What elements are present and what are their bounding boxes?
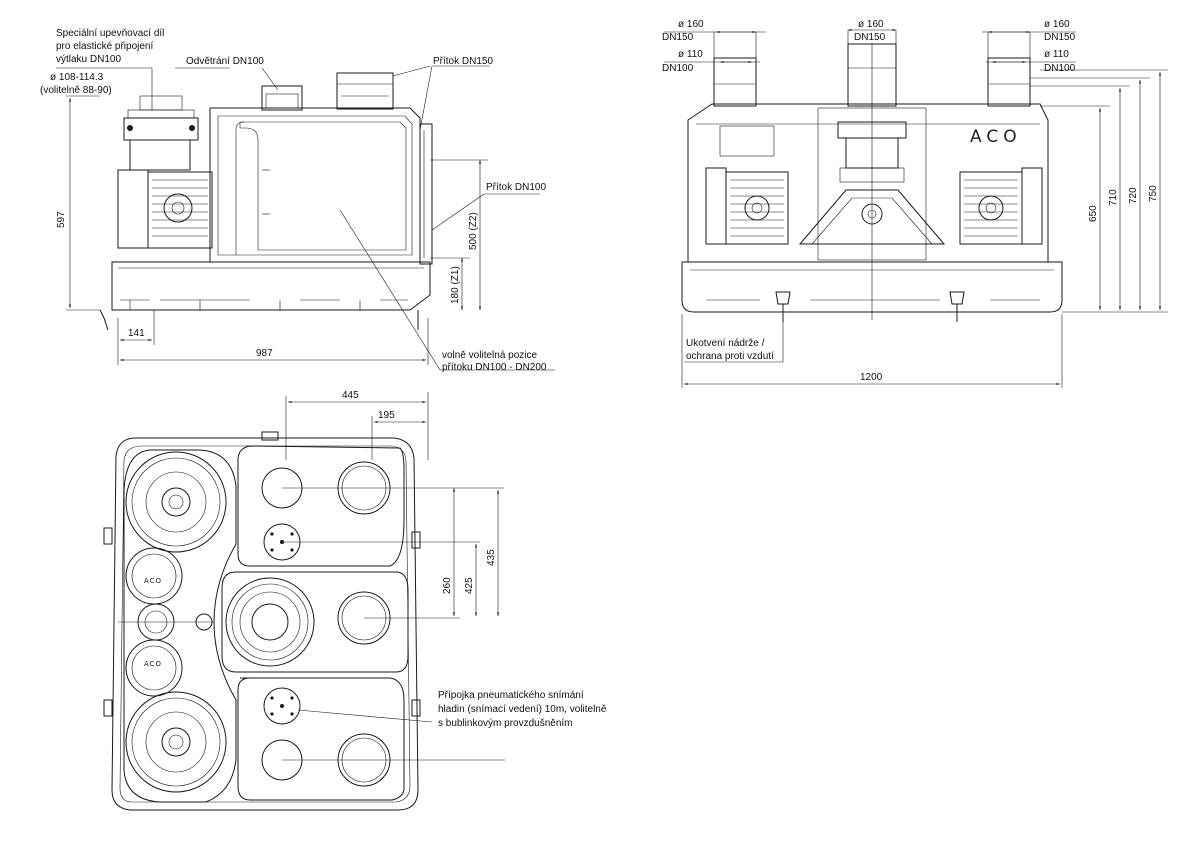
top-view: ACO ACO 445 195 435 425 260 Přípojka pne… <box>103 390 607 811</box>
front-label-anchor-1: Ukotvení nádrže / <box>686 338 765 349</box>
top-label-pneumatic-3: s bublinkovým provzdušněním <box>438 718 573 729</box>
front-dim-r-inner-1: ø 110 <box>1044 49 1069 60</box>
front-label-anchor-2: ochrana proti vzdutí <box>686 351 774 362</box>
side-label-flange-1: Speciální upevňovací díl <box>56 28 164 39</box>
front-dim-750: 750 <box>1148 185 1159 202</box>
front-dim-710: 710 <box>1108 189 1119 206</box>
top-dim-195: 195 <box>378 410 395 421</box>
front-view: ACO <box>662 19 1168 388</box>
front-dim-l-outer-1: ø 160 <box>678 19 704 30</box>
front-dim-l-outer-2: DN150 <box>662 32 694 43</box>
front-dim-l-inner-1: ø 110 <box>678 49 703 60</box>
top-logo-1: ACO <box>144 577 162 585</box>
front-dim-c-2: DN150 <box>854 32 886 43</box>
side-dim-length: 987 <box>256 348 273 359</box>
top-label-pneumatic-2: hladin (snímací vedení) 10m, volitelně <box>438 704 607 715</box>
front-dim-r-outer-1: ø 160 <box>1044 19 1070 30</box>
side-label-flange-3: výtlaku DN100 <box>56 54 121 65</box>
front-dim-r-inner-2: DN100 <box>1044 63 1076 74</box>
side-view: Speciální upevňovací díl pro elastické p… <box>40 28 555 373</box>
side-dim-z2: 500 (Z2) <box>468 212 479 250</box>
side-label-inlet-top: Přítok DN150 <box>433 56 493 67</box>
top-dim-435: 435 <box>486 549 497 566</box>
side-label-vent: Odvětrání DN100 <box>186 56 264 67</box>
front-logo: ACO <box>970 127 1022 147</box>
front-dim-720: 720 <box>1128 187 1139 204</box>
top-logo-2: ACO <box>144 660 162 668</box>
top-label-pneumatic-1: Přípojka pneumatického snímání <box>438 690 584 701</box>
side-label-optional-1: volně volitelná pozice <box>442 350 537 361</box>
top-dim-260: 260 <box>442 577 453 594</box>
side-dim-left: 141 <box>128 328 145 339</box>
top-dim-425: 425 <box>464 577 475 594</box>
side-label-inlet-side: Přítok DN100 <box>486 182 546 193</box>
side-label-optional-2: přítoku DN100 - DN200 <box>442 362 547 373</box>
top-dim-445: 445 <box>342 390 359 401</box>
side-label-diameter-2: (volitelně 88-90) <box>40 85 112 96</box>
side-dim-z1: 180 (Z1) <box>450 266 461 304</box>
front-dim-c-1: ø 160 <box>858 19 884 30</box>
side-dim-height: 597 <box>56 211 67 228</box>
front-dim-width: 1200 <box>860 372 883 383</box>
side-label-flange-2: pro elastické připojení <box>56 41 153 52</box>
front-dim-r-outer-2: DN150 <box>1044 32 1076 43</box>
front-dim-l-inner-2: DN100 <box>662 63 694 74</box>
front-dim-650: 650 <box>1088 205 1099 222</box>
side-label-diameter-1: ø 108-114.3 <box>50 72 104 83</box>
